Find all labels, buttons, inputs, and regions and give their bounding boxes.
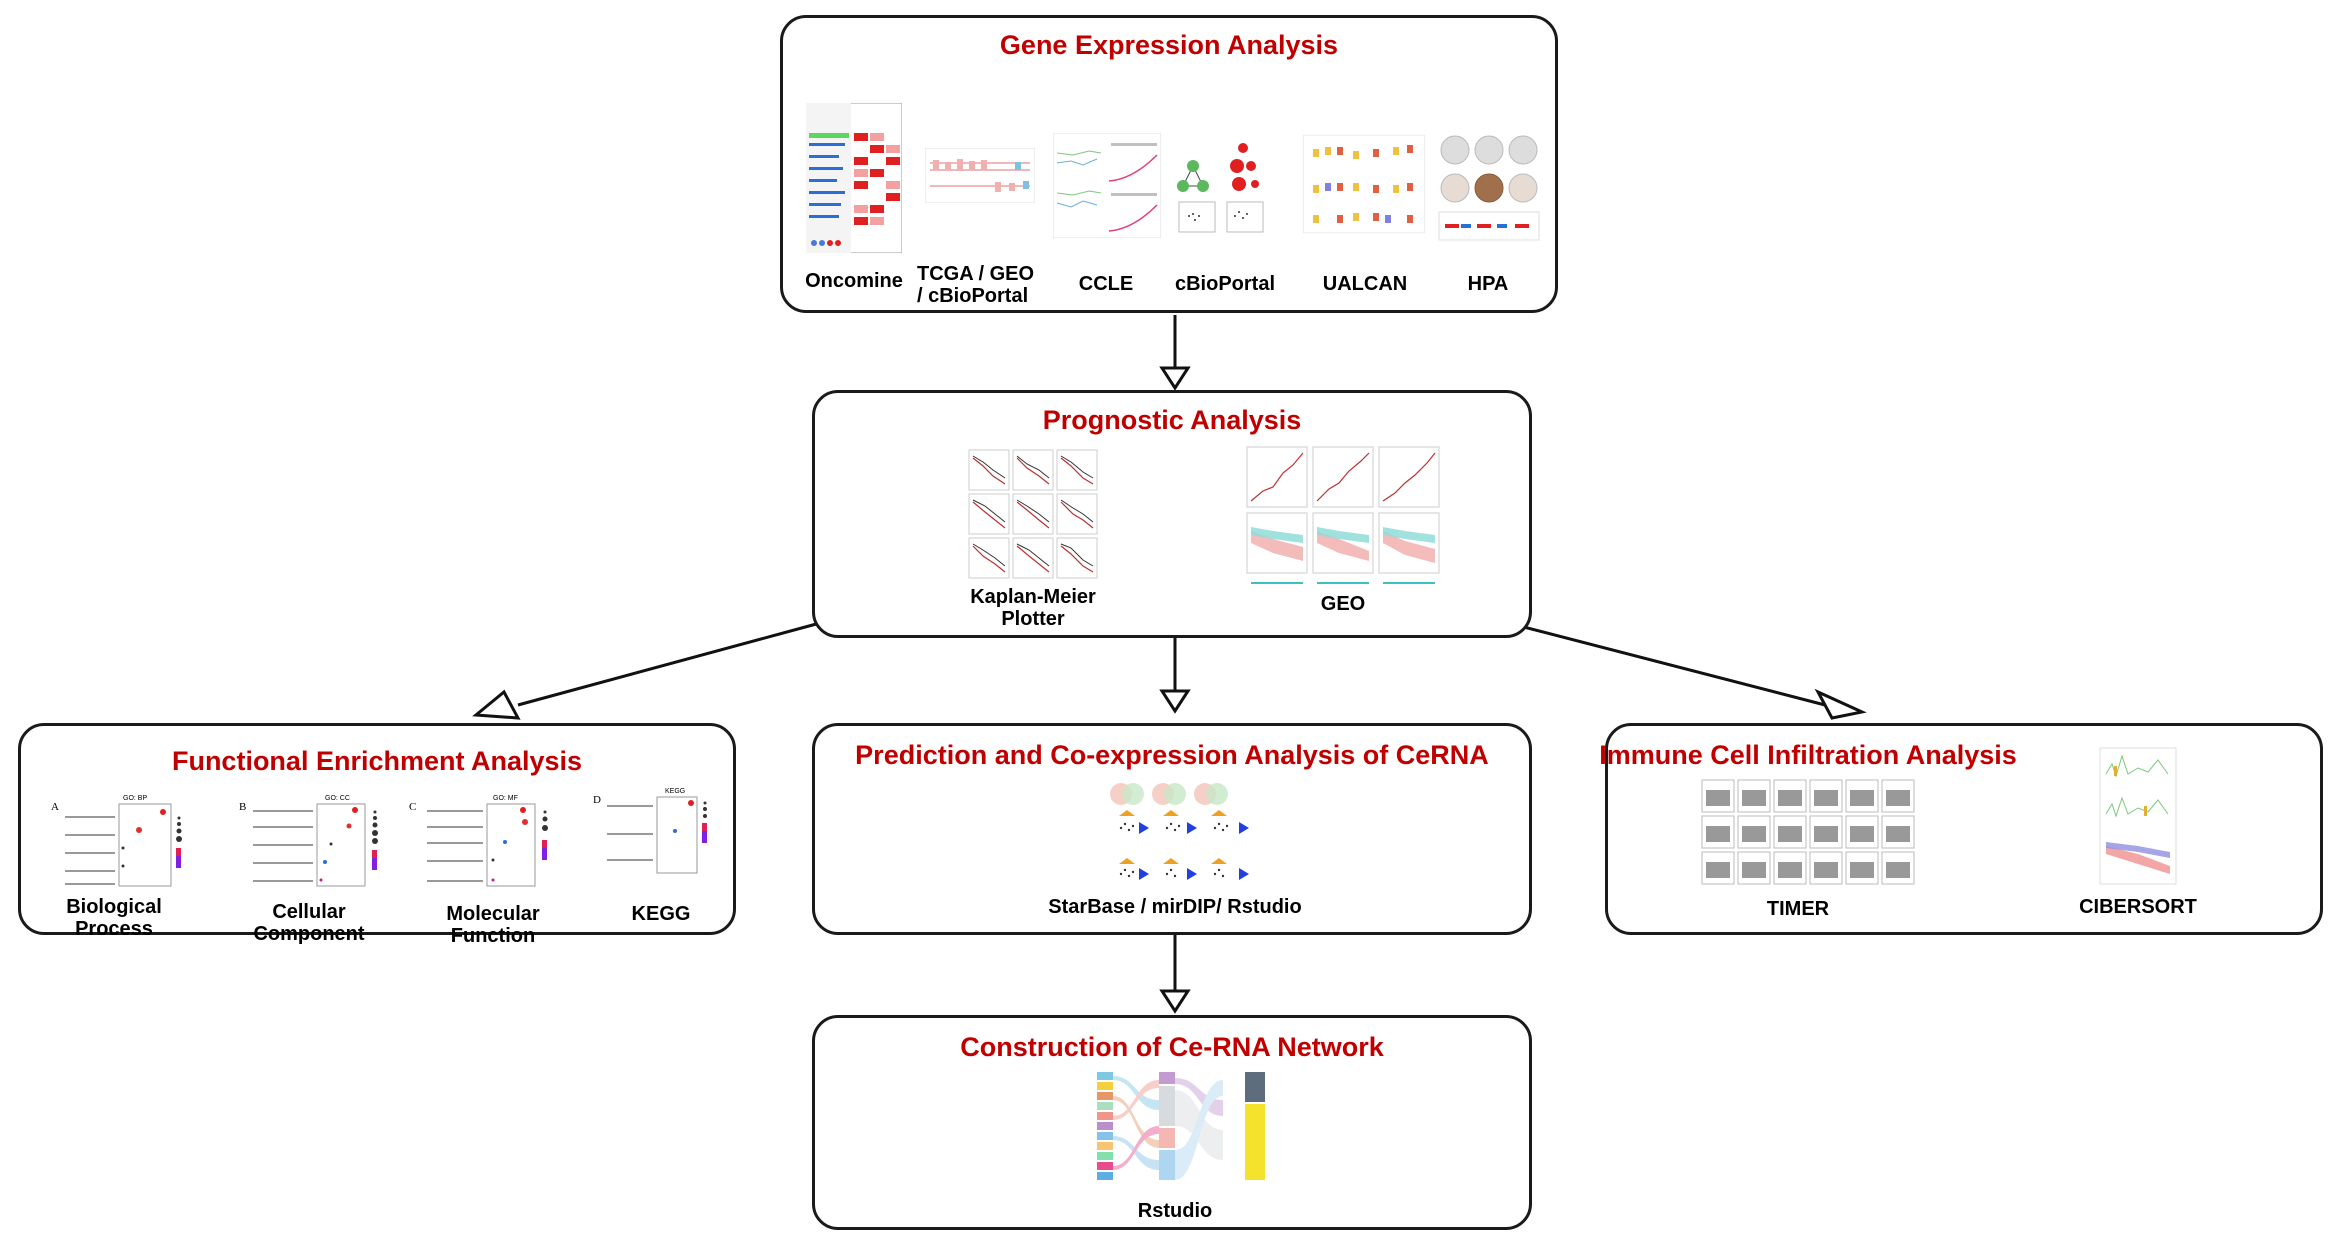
arrow-head: [1159, 989, 1191, 1014]
svg-text:GO: MF: GO: MF: [493, 795, 518, 802]
immune-infiltration-title: Immune Cell Infiltration Analysis: [1599, 740, 2017, 770]
tool-label-ccle: CCLE: [1078, 273, 1134, 295]
tool-label-hpa: HPA: [1467, 273, 1509, 295]
gene-expression-title: Gene Expression Analysis: [999, 30, 1339, 60]
arrow-head: [472, 689, 521, 720]
tool-label-geo: GEO: [1320, 593, 1366, 615]
cerna-prediction-box: Prediction and Co-expression Analysis of…: [812, 723, 1532, 935]
functional-enrichment-title: Functional Enrichment Analysis: [171, 746, 583, 776]
svg-text:B: B: [239, 801, 246, 813]
cbioportal-network-thumbnail: [1177, 143, 1264, 233]
ualcan-boxplot-thumbnail: [1303, 135, 1425, 233]
svg-text:C: C: [409, 801, 416, 813]
gene-expression-box: Gene Expression Analysis Oncomine TCGA /…: [780, 15, 1558, 313]
arrow-head: [1159, 689, 1191, 714]
tool-label-cbioportal: cBioPortal: [1174, 273, 1276, 295]
immune-infiltration-box: Immune Cell Infiltration Analysis TIMER …: [1599, 723, 2323, 935]
timer-scatter-thumbnail: [1701, 779, 1915, 885]
svg-text:GO: CC: GO: CC: [325, 795, 350, 802]
arrow-prognostic-to-functional: [517, 621, 821, 707]
kegg-dotplot-thumbnail: D KEGG: [593, 788, 707, 874]
go-cc-dotplot-thumbnail: B GO: CC: [239, 795, 378, 887]
hpa-tissue-thumbnail: [1438, 135, 1540, 241]
tool-label-ualcan: UALCAN: [1322, 273, 1408, 295]
tool-label-timer: TIMER: [1766, 898, 1830, 920]
cerna-network-box: Construction of Ce-RNA Network Rstudio: [812, 1015, 1532, 1230]
cerna-venn-scatter-thumbnail: [1110, 783, 1249, 880]
tool-label-tcga: TCGA / GEO / cBioPortal: [917, 263, 1035, 307]
tool-label-cibersort: CIBERSORT: [2079, 896, 2197, 918]
prognostic-box: Prognostic Analysis Kaplan-Meier Plotter…: [812, 390, 1532, 638]
tool-label-molecular-function: Molecular Function: [446, 903, 540, 947]
tool-label-km-plotter: Kaplan-Meier Plotter: [970, 586, 1096, 630]
arrow-prognostic-to-immune: [1519, 624, 1826, 707]
cerna-prediction-title: Prediction and Co-expression Analysis of…: [855, 740, 1489, 770]
cerna-network-title: Construction of Ce-RNA Network: [960, 1032, 1384, 1062]
go-bp-dotplot-thumbnail: A GO: BP: [51, 795, 182, 887]
svg-text:KEGG: KEGG: [665, 788, 685, 795]
prognostic-title: Prognostic Analysis: [1042, 405, 1302, 435]
tool-label-starbase: StarBase / mirDIP/ Rstudio: [1048, 896, 1302, 918]
go-mf-dotplot-thumbnail: C GO: MF: [409, 795, 548, 887]
tool-label-cellular-component: Cellular Component: [253, 901, 365, 945]
tool-label-rstudio: Rstudio: [1137, 1200, 1213, 1222]
tool-label-oncomine: Oncomine: [805, 270, 903, 292]
tcga-boxplot-thumbnail: [925, 148, 1035, 203]
geo-survival-thumbnail: [1246, 446, 1440, 584]
functional-enrichment-box: Functional Enrichment Analysis A GO: BP …: [18, 723, 736, 947]
svg-text:A: A: [51, 801, 59, 813]
tool-label-biological-process: Biological Process: [66, 896, 162, 940]
svg-text:GO: BP: GO: BP: [123, 795, 147, 802]
arrow-head: [1814, 688, 1867, 720]
tool-label-kegg: KEGG: [631, 903, 691, 925]
oncomine-heatmap-thumbnail: [806, 103, 902, 253]
sankey-network-thumbnail: [1097, 1072, 1265, 1180]
km-plotter-thumbnail: [968, 449, 1098, 579]
svg-text:D: D: [593, 794, 601, 806]
cibersort-thumbnail: [2099, 747, 2177, 885]
arrow-head: [1159, 366, 1191, 391]
ccle-plot-thumbnail: [1053, 133, 1161, 238]
